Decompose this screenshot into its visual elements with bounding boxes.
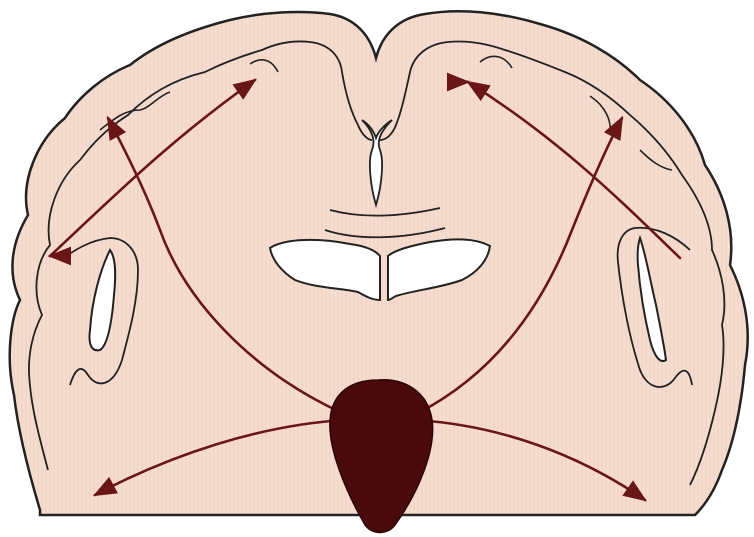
brain-diagram bbox=[0, 0, 754, 537]
diagram-canvas bbox=[0, 0, 754, 537]
